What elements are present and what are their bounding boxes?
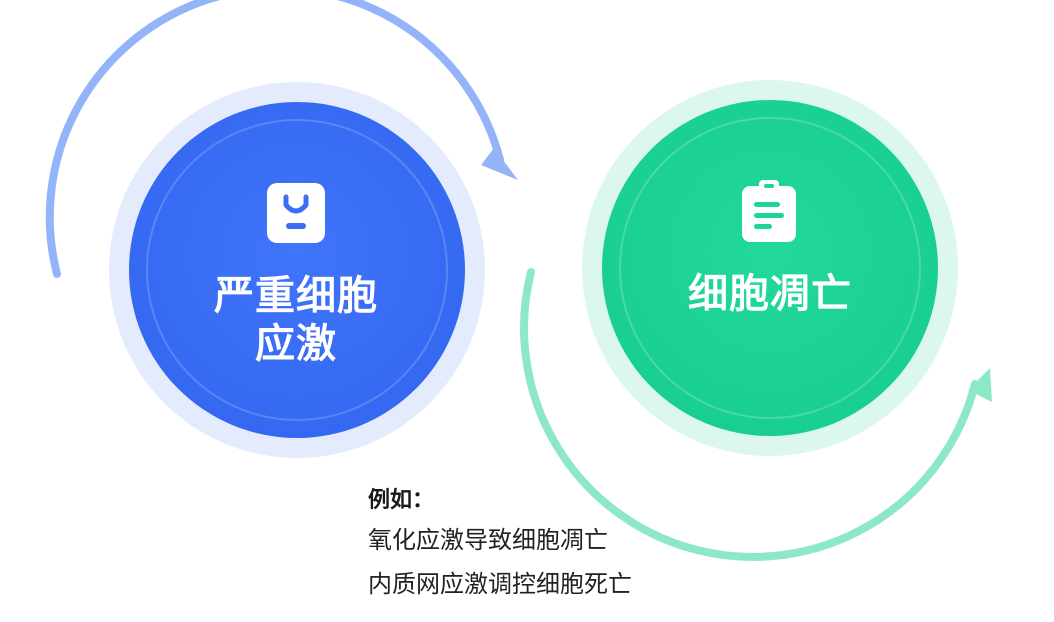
stress-node-highlight [146,119,448,421]
example-block: 例如： 氧化应激导致细胞凋亡 内质网应激调控细胞死亡 [368,484,788,606]
apoptosis-node [602,100,938,436]
cycle-arrow-top [45,0,504,278]
apoptosis-node-highlight [619,117,921,419]
cycle-arrow-bottom [520,268,979,561]
stress-label-line2: 应激 [255,321,337,367]
apoptosis-node-label: 细胞凋亡 [650,270,890,318]
stress-node-label: 严重细胞 应激 [196,272,396,368]
clipboard-icon [742,180,796,242]
example-line-1: 氧化应激导致细胞凋亡 [368,526,608,554]
cycle-arrowhead-top [481,148,518,180]
example-title: 例如： [368,488,435,513]
stress-label-line1: 严重细胞 [214,273,378,319]
stress-bag-icon [267,183,325,243]
cycle-arrowhead-bottom [968,368,992,402]
stress-node [129,102,465,438]
example-line-2: 内质网应激调控细胞死亡 [368,570,632,598]
apoptosis-label-line1: 细胞凋亡 [688,271,852,317]
